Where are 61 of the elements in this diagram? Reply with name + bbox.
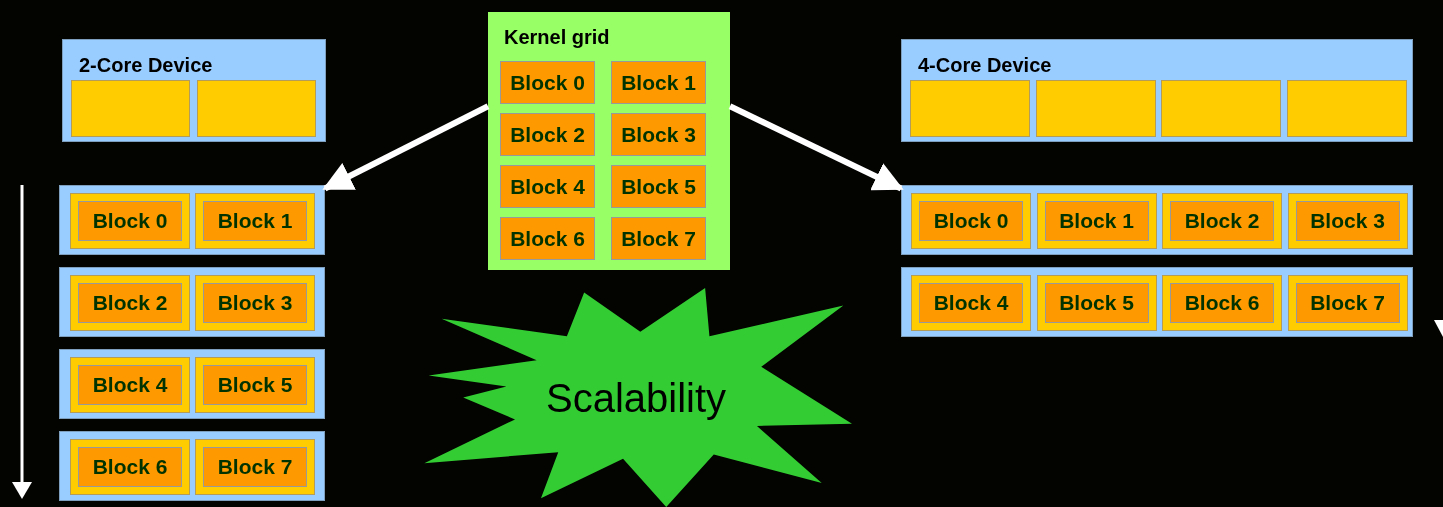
arrow [728,103,904,192]
starburst-label: Scalability [545,377,727,418]
block-box: Block 7 [611,217,706,260]
core-slot [70,275,190,331]
device-row-panel [59,267,325,337]
device-row-panel [901,185,1413,255]
block-box: Block 6 [500,217,595,260]
device-row-panel [59,431,325,501]
block-box: Block 1 [1044,201,1149,241]
core-slot [197,80,316,137]
block-box: Block 3 [203,283,307,323]
core-slot [70,193,190,249]
panel-title: Kernel grid [504,25,610,50]
block-box: Block 5 [203,365,307,405]
core-slot [1161,80,1281,137]
core-slot [1162,193,1282,249]
block-box: Block 2 [500,113,595,156]
kernel-grid-panel [488,10,730,270]
device-panel [62,39,326,142]
core-slot [1162,275,1282,331]
device-row-panel [901,267,1413,337]
core-slot [195,193,315,249]
core-slot [1035,80,1156,137]
block-box: Block 1 [203,201,307,241]
block-box: Block 5 [1044,283,1149,323]
panel-title: 2-Core Device [79,53,213,78]
block-box: Block 7 [203,447,307,487]
block-box: Block 0 [919,201,1023,241]
block-box: Block 7 [1295,283,1400,323]
block-box: Block 4 [919,283,1023,323]
block-box: Block 2 [1170,201,1274,241]
block-box: Block 3 [1295,201,1400,241]
device-row-panel [59,185,325,255]
core-slot [70,357,190,413]
block-box: Block 0 [500,61,595,104]
core-slot [911,193,1031,249]
block-box: Block 6 [1170,283,1274,323]
core-slot [195,275,315,331]
core-slot [195,357,315,413]
block-box: Block 6 [78,447,182,487]
arrow [322,103,490,192]
core-slot [1036,275,1157,331]
core-slot [1286,80,1407,137]
device-row-panel [59,349,325,419]
device-panel [901,39,1413,142]
core-slot [1287,193,1408,249]
panel-title: 4-Core Device [918,53,1052,78]
block-box: Block 4 [78,365,182,405]
block-box: Block 3 [611,113,706,156]
block-box: Block 5 [611,165,706,208]
block-box: Block 2 [78,283,182,323]
core-slot [70,439,190,495]
core-slot [911,275,1031,331]
core-slot [1036,193,1157,249]
block-box: Block 1 [611,61,706,104]
core-slot [195,439,315,495]
core-slot [71,80,190,137]
block-box: Block 0 [78,201,182,241]
core-slot [910,80,1030,137]
core-slot [1287,275,1408,331]
block-box: Block 4 [500,165,595,208]
